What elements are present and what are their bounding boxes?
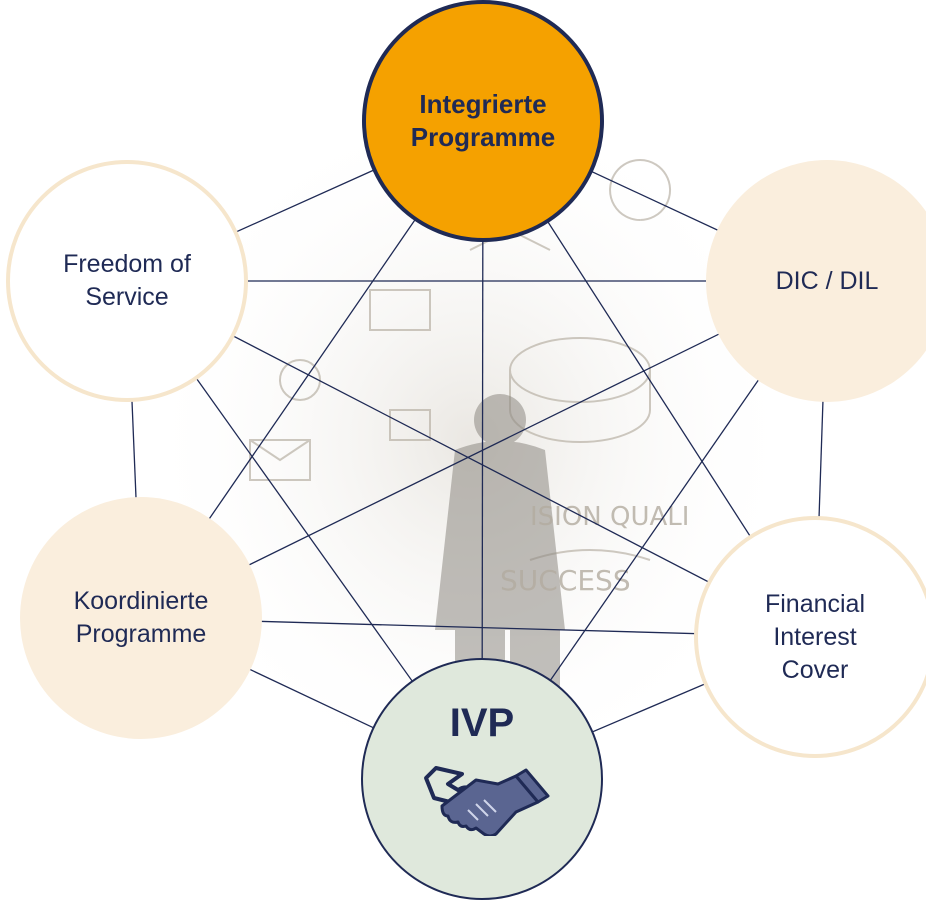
- node-ivp: IVP: [361, 658, 603, 900]
- node-label: Financial Interest Cover: [764, 589, 866, 684]
- node-label: IVP: [449, 701, 515, 745]
- svg-text:SUCCESS: SUCCESS: [500, 564, 631, 597]
- handshake-icon: [424, 766, 550, 836]
- node-label: Integrierte Programme: [410, 89, 556, 152]
- node-label: Koordinierte Programme: [73, 587, 209, 648]
- node-integrierte-programme: Integrierte Programme: [362, 0, 604, 242]
- node-freedom-of-service: Freedom of Service: [6, 160, 248, 402]
- node-koordinierte-programme: Koordinierte Programme: [20, 497, 262, 739]
- node-label: DIC / DIL: [775, 266, 879, 295]
- node-financial-interest-cover: Financial Interest Cover: [694, 516, 926, 758]
- edge: [140, 280, 828, 619]
- node-label: Freedom of Service: [63, 250, 191, 311]
- edge: [126, 280, 816, 638]
- node-dic-dil: DIC / DIL: [706, 160, 926, 402]
